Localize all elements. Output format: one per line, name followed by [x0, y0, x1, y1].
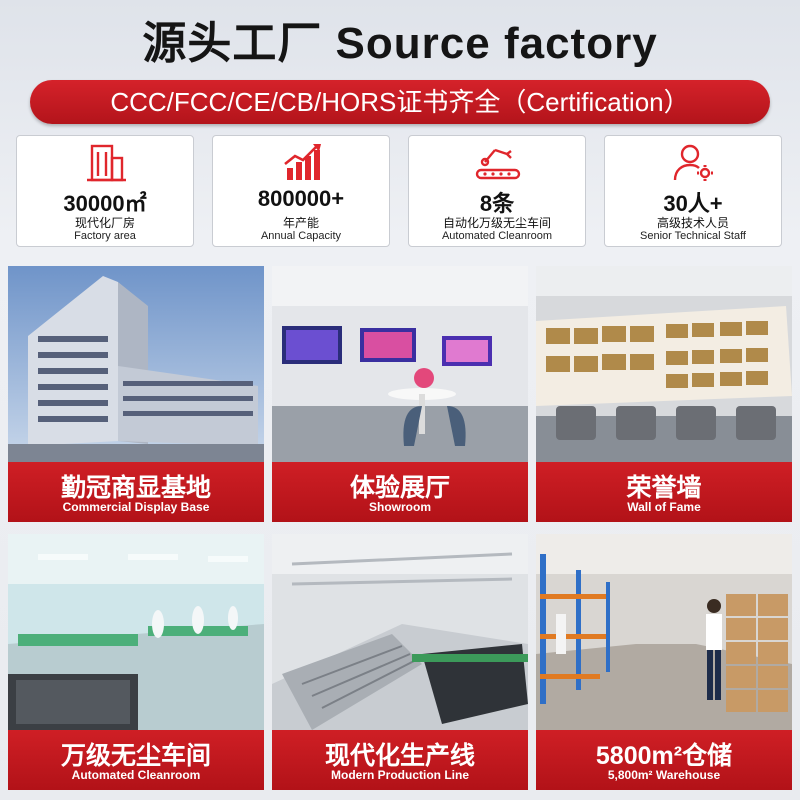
office-building-photo [8, 266, 264, 462]
gallery-card-wall-of-fame: 荣誉墙 Wall of Fame [536, 266, 792, 522]
card-caption: 勤冠商显基地 Commercial Display Base [8, 462, 264, 522]
gallery-card-production-line: 现代化生产线 Modern Production Line [272, 534, 528, 790]
stats-row: 30000㎡ 现代化厂房 Factory area 800000+ 年产能 An… [16, 135, 784, 247]
page-title: 源头工厂 Source factory [142, 19, 658, 68]
gallery-card-showroom: 体验展厅 Showroom [272, 266, 528, 522]
card-caption: 体验展厅 Showroom [272, 462, 528, 522]
caption-cn: 勤冠商显基地 [60, 474, 211, 502]
caption-cn: 体验展厅 [349, 474, 450, 502]
caption-en: Wall of Fame [627, 500, 701, 514]
growth-chart-icon [284, 144, 321, 180]
caption-en: Commercial Display Base [62, 500, 210, 514]
stat-value: 800000+ [257, 186, 345, 211]
stat-label-cn: 现代化厂房 [74, 216, 135, 230]
stat-label-en: Senior Technical Staff [640, 230, 746, 242]
gallery-card-display-base: 勤冠商显基地 Commercial Display Base [8, 266, 264, 522]
gallery-card-warehouse: 5800m²仓储 5,800m² Warehouse [536, 534, 792, 790]
caption-en: Modern Production Line [331, 768, 469, 782]
card-caption: 万级无尘车间 Automated Cleanroom [8, 730, 264, 790]
caption-en: Automated Cleanroom [71, 768, 201, 782]
showroom-photo [272, 266, 528, 462]
caption-cn: 万级无尘车间 [60, 742, 211, 770]
stat-label-en: Automated Cleanroom [441, 230, 553, 242]
cleanroom-photo [8, 534, 264, 730]
stat-label-cn: 自动化万级无尘车间 [442, 216, 551, 230]
stat-label-cn: 高级技术人员 [656, 216, 729, 230]
card-caption: 现代化生产线 Modern Production Line [272, 730, 528, 790]
card-caption: 5800m²仓储 5,800m² Warehouse [536, 730, 792, 790]
honor-wall-photo [536, 266, 792, 462]
robot-arm-conveyor-icon [475, 148, 521, 180]
card-caption: 荣誉墙 Wall of Fame [536, 462, 792, 522]
stat-value: 8条 [479, 191, 515, 216]
stat-automated-cleanroom: 8条 自动化万级无尘车间 Automated Cleanroom [408, 135, 586, 247]
staff-gear-icon [673, 144, 713, 181]
stat-technical-staff: 30人+ 高级技术人员 Senior Technical Staff [604, 135, 782, 247]
stat-value: 30人+ [663, 191, 723, 216]
caption-en: 5,800m² Warehouse [607, 768, 721, 782]
factory-building-icon [87, 144, 126, 182]
gallery-card-cleanroom: 万级无尘车间 Automated Cleanroom [8, 534, 264, 790]
caption-cn: 现代化生产线 [324, 742, 475, 770]
caption-cn: 5800m²仓储 [595, 742, 733, 770]
stat-label-en: Factory area [74, 230, 136, 242]
caption-en: Showroom [369, 500, 431, 514]
certification-banner: CCC/FCC/CE/CB/HORS证书齐全（Certification） [30, 80, 770, 124]
stat-annual-capacity: 800000+ 年产能 Annual Capacity [212, 135, 390, 247]
stat-value: 30000㎡ [63, 191, 147, 216]
stat-label-cn: 年产能 [282, 216, 319, 230]
caption-cn: 荣誉墙 [626, 474, 702, 502]
stat-factory-area: 30000㎡ 现代化厂房 Factory area [16, 135, 194, 247]
stat-label-en: Annual Capacity [260, 230, 342, 242]
warehouse-photo [536, 534, 792, 730]
production-line-photo [272, 534, 528, 730]
